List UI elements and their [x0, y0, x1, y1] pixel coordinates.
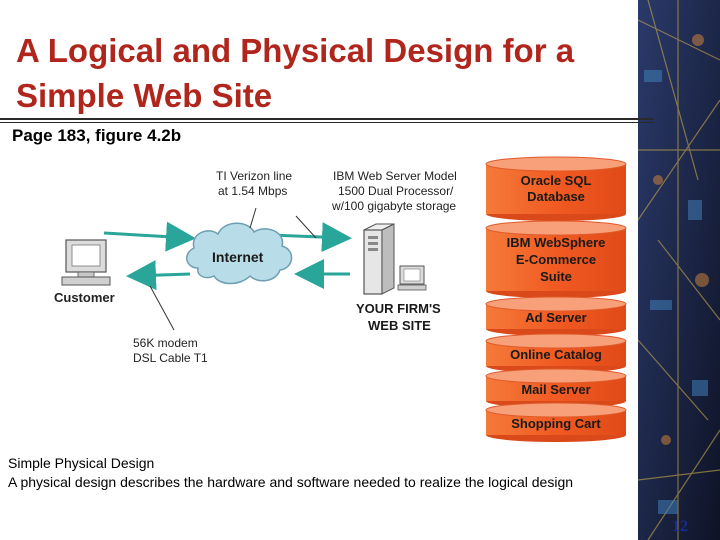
stack-item-label-line: E-Commerce: [516, 252, 596, 267]
stack-item-label-line: Database: [527, 189, 585, 204]
software-stack: Oracle SQL Database IBM WebSphere E-Comm…: [485, 156, 627, 442]
line-label-2: at 1.54 Mbps: [218, 184, 287, 198]
slide-title-line-1: A Logical and Physical Design for a: [16, 32, 575, 69]
figure-reference: Page 183, figure 4.2b: [12, 126, 182, 145]
site-label-2: WEB SITE: [368, 318, 431, 333]
stack-item-oracle-sql-database: Oracle SQL Database: [485, 156, 627, 221]
customer-label: Customer: [54, 290, 115, 305]
stack-item-mail-server: Mail Server: [485, 368, 627, 408]
stack-item-label-line: Oracle SQL: [521, 173, 592, 188]
stack-item-online-catalog: Online Catalog: [485, 333, 627, 373]
stack-item-label-line: Mail Server: [521, 382, 590, 397]
modem-label-pointer: [149, 285, 175, 331]
stack-item-ibm-websphere: IBM WebSphere E-Commerce Suite: [485, 220, 627, 298]
stack-item-label-line: IBM WebSphere: [507, 235, 606, 250]
stack-item-label-line: Shopping Cart: [511, 416, 601, 431]
stack-item-shopping-cart: Shopping Cart: [485, 402, 627, 442]
stack-item-label-line: Ad Server: [525, 310, 586, 325]
stack-item-label-line: Suite: [540, 269, 572, 284]
slide-title: A Logical and Physical Design for a Simp…: [16, 28, 636, 118]
server-label-3: w/100 gigabyte storage: [331, 199, 456, 213]
arrow-customer-to-internet: [103, 221, 196, 252]
physical-design-diagram: Customer Internet TI Verizon line at 1.5…: [0, 150, 640, 450]
caption-heading: Simple Physical Design: [8, 455, 155, 471]
title-divider-top: [0, 118, 654, 120]
line-label-1: TI Verizon line: [216, 169, 292, 183]
title-divider-bottom: [0, 122, 654, 123]
modem-label-2: DSL Cable T1: [133, 351, 208, 365]
stack-item-label-line: Online Catalog: [510, 347, 602, 362]
site-label-1: YOUR FIRM'S: [356, 301, 441, 316]
slide-title-line-2: Simple Web Site: [16, 77, 273, 114]
web-server-tower-icon: [363, 223, 395, 295]
server-label-1: IBM Web Server Model: [333, 169, 457, 183]
page-number: 12: [672, 518, 688, 535]
customer-computer-icon: [61, 239, 111, 286]
server-label-pointer: [295, 215, 317, 239]
server-label-2: 1500 Dual Processor/: [338, 184, 454, 198]
modem-label-1: 56K modem: [133, 336, 198, 350]
caption-body: A physical design describes the hardware…: [8, 474, 574, 490]
arrow-internet-to-customer: [126, 260, 191, 291]
arrow-internet-to-server: [269, 222, 352, 253]
internet-cloud-icon: [186, 222, 293, 285]
web-server-monitor-icon: [397, 265, 427, 291]
stack-item-ad-server: Ad Server: [485, 296, 627, 336]
decorative-background-strip: [638, 0, 720, 540]
line-label-pointer: [249, 207, 257, 229]
internet-label: Internet: [212, 249, 264, 265]
